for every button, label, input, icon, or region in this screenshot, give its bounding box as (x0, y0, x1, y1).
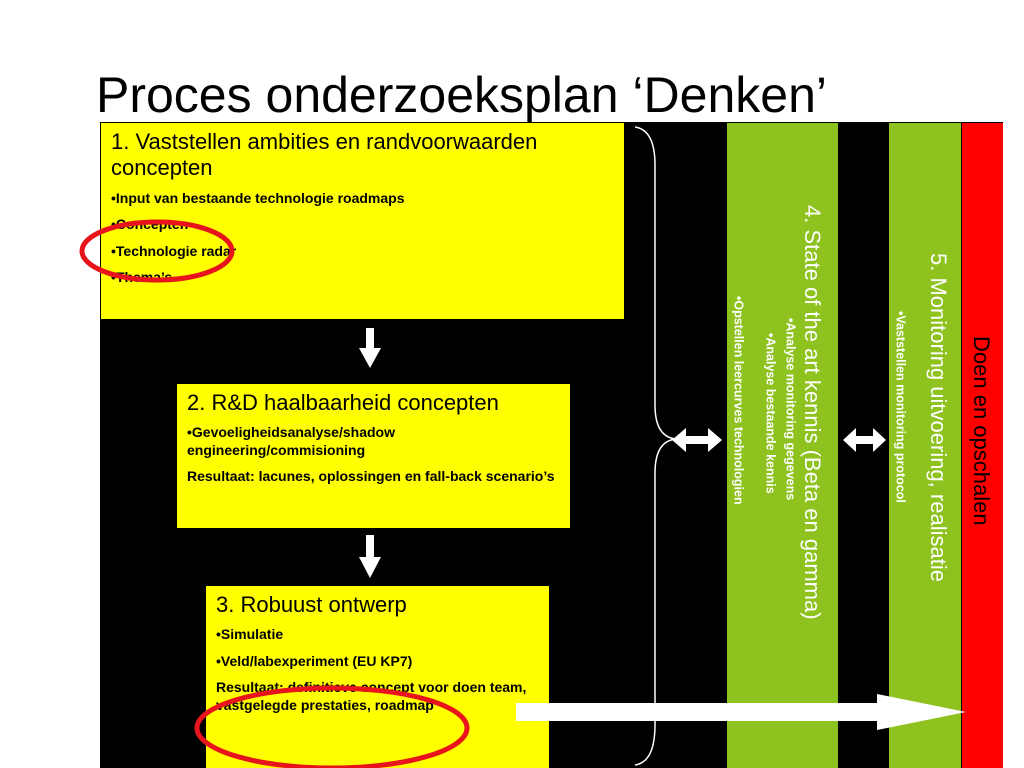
step-3-box: 3. Robuust ontwerp •Simulatie •Veld/labe… (206, 586, 549, 768)
step-2-box: 2. R&D haalbaarheid concepten •Gevoeligh… (177, 384, 570, 528)
step-4-item: •Analyse monitoring gegevens (783, 318, 798, 501)
step-1-item: •Technologie radar (111, 242, 237, 259)
step-1-box: 1. Vaststellen ambities en randvoorwaard… (101, 123, 624, 319)
step-5-column: 5. Monitoring uitvoering, realisatie •Va… (889, 123, 961, 768)
step-2-result: Resultaat: lacunes, oplossingen en fall-… (187, 468, 555, 485)
step-5-heading: 5. Monitoring uitvoering, realisatie (926, 253, 951, 582)
step-3-item: •Simulatie (216, 626, 284, 643)
down-arrow-icon (359, 535, 381, 578)
down-arrow-icon (359, 328, 381, 368)
step-2-heading: 2. R&D haalbaarheid concepten (187, 390, 499, 415)
step-6-heading: Doen en opschalen (969, 336, 994, 526)
curly-brace-icon (634, 126, 677, 766)
step-5-item: •Vaststellen monitoring protocol (893, 311, 908, 503)
step-2-item: •Gevoeligheidsanalyse/shadow engineering… (187, 424, 395, 458)
step-4-item: •Analyse bestaande kennis (763, 333, 778, 494)
step-1-item: •Input van bestaande technologie roadmap… (111, 189, 405, 206)
double-arrow-icon (672, 428, 722, 452)
step-4-item: •Opstellen leercurves technologien (731, 296, 746, 505)
long-right-arrow-icon (516, 694, 966, 730)
highlight-circle (79, 219, 235, 283)
step-3-item: •Veld/labexperiment (EU KP7) (216, 652, 413, 669)
step-4-column: 4. State of the art kennis (Beta en gamm… (727, 123, 838, 768)
step-1-heading: 1. Vaststellen ambities en randvoorwaard… (111, 129, 538, 181)
step-3-heading: 3. Robuust ontwerp (216, 592, 407, 617)
step-6-column: Doen en opschalen (962, 123, 1003, 768)
highlight-circle (194, 685, 470, 768)
step-4-heading: 4. State of the art kennis (Beta en gamm… (800, 205, 825, 620)
double-arrow-icon (843, 428, 886, 452)
slide-title: Proces onderzoeksplan ‘Denken’ (96, 67, 827, 123)
